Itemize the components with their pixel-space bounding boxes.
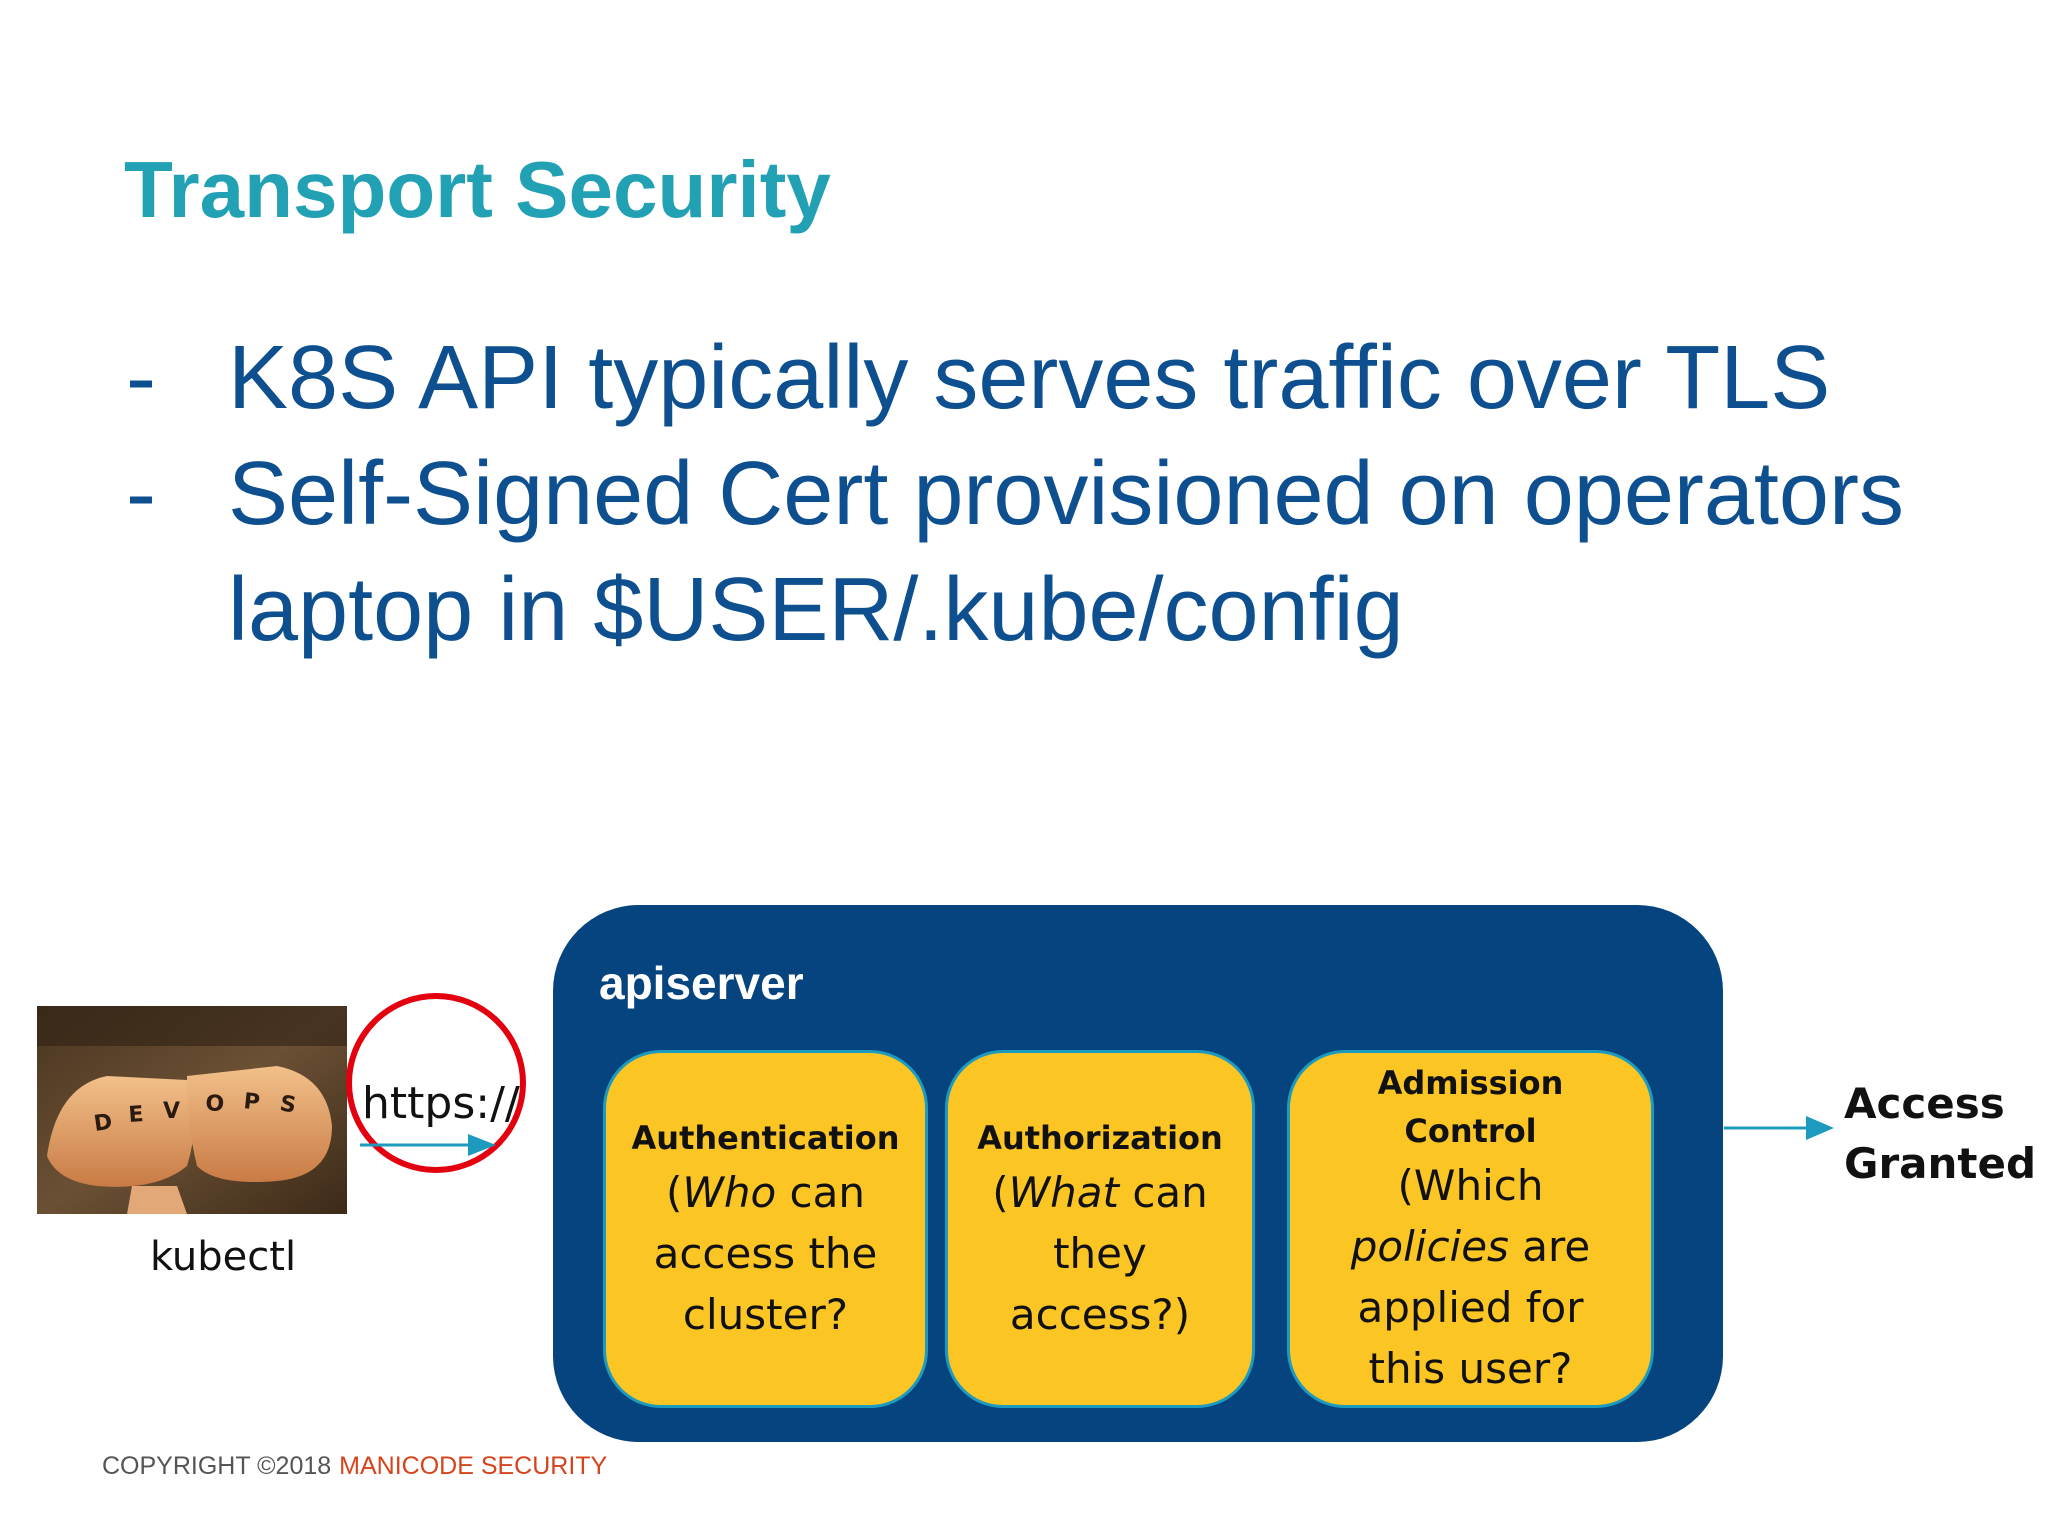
brand-name: MANICODE SECURITY	[339, 1452, 608, 1480]
copyright-text: COPYRIGHT ©2018	[102, 1452, 332, 1480]
authorization-stage: Authorization (What can they access?)	[945, 1050, 1255, 1408]
highlight-circle	[346, 993, 526, 1173]
photo-letter: D	[92, 1110, 114, 1137]
stage-description: (Which policies are applied for this use…	[1350, 1161, 1591, 1393]
bullet-list: - K8S API typically serves traffic over …	[124, 320, 2024, 668]
bullet-dash: -	[126, 328, 156, 428]
stage-title: Authentication	[631, 1118, 900, 1157]
bullet-item: - Self-Signed Cert provisioned on operat…	[124, 436, 2024, 668]
granted-line: Granted	[1844, 1139, 2037, 1188]
stage-description: (Who can access the cluster?	[653, 1167, 878, 1339]
bullet-item: - K8S API typically serves traffic over …	[124, 320, 2024, 436]
bullet-text: K8S API typically serves traffic over TL…	[228, 328, 1831, 428]
granted-arrow-icon	[1724, 1116, 1834, 1140]
stage-title: Admission Control	[1377, 1064, 1564, 1150]
photo-letter: V	[163, 1099, 180, 1124]
access-line: Access	[1844, 1079, 2005, 1128]
slide-title: Transport Security	[124, 145, 831, 234]
request-arrow-icon	[360, 1134, 496, 1156]
client-label: kubectl	[150, 1234, 297, 1280]
photo-letter: O	[205, 1091, 225, 1117]
photo-letter: S	[278, 1091, 298, 1118]
bullet-dash: -	[126, 444, 156, 544]
access-granted-label: Access Granted	[1844, 1074, 2036, 1194]
devops-fists-photo: D E V O P S	[37, 1006, 347, 1214]
bullet-text: Self-Signed Cert provisioned on operator…	[228, 444, 1904, 660]
photo-letter: E	[128, 1102, 145, 1128]
admission-control-stage: Admission Control (Which policies are ap…	[1287, 1050, 1654, 1408]
apiserver-label: apiserver	[599, 957, 804, 1009]
authentication-stage: Authentication (Who can access the clust…	[603, 1050, 928, 1408]
photo-letter: P	[242, 1089, 261, 1116]
stage-description: (What can they access?)	[992, 1167, 1208, 1339]
stage-title: Authorization	[977, 1118, 1223, 1157]
